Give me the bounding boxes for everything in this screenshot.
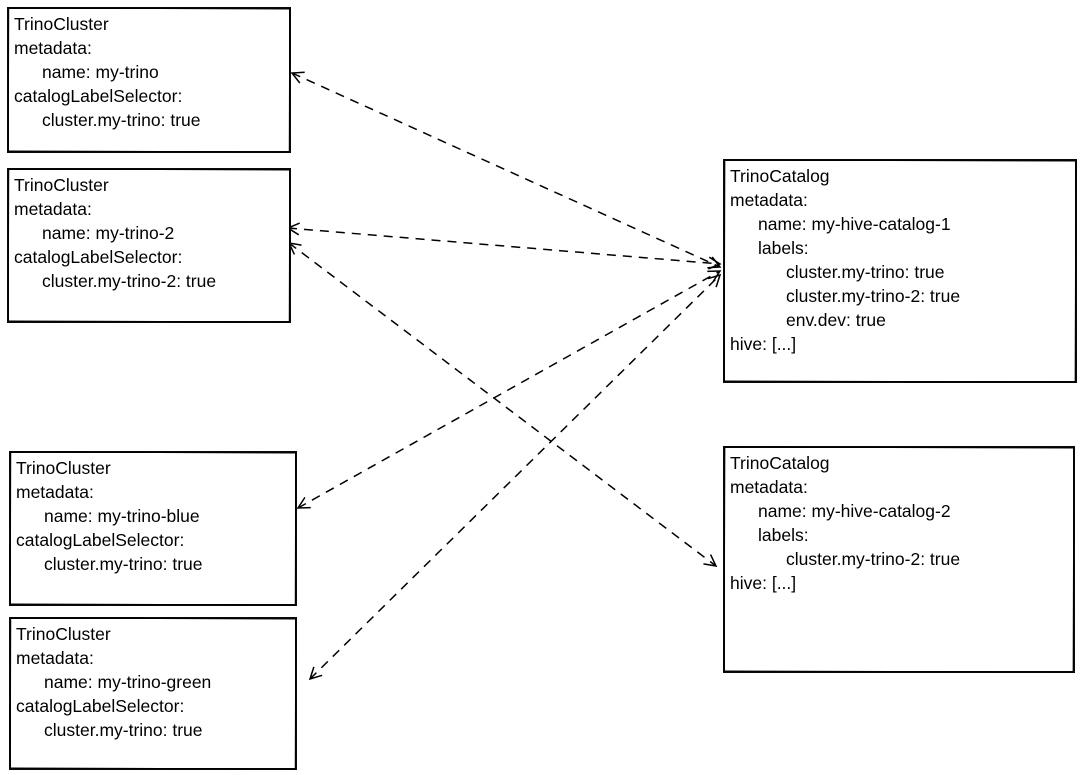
node-line: cluster.my-trino: true bbox=[786, 262, 945, 282]
node-trino-cluster-my-trino-2: TrinoCluster metadata: name: my-trino-2 … bbox=[7, 168, 291, 323]
node-line: metadata: bbox=[730, 477, 808, 497]
node-line: labels: bbox=[758, 525, 809, 545]
node-kind-label: TrinoCluster bbox=[14, 175, 109, 195]
node-line: catalogLabelSelector: bbox=[16, 530, 185, 550]
node-line: metadata: bbox=[14, 38, 92, 58]
node-line: cluster.my-trino-2: true bbox=[42, 271, 217, 291]
edge-my-trino-blue-to-my-hive-catalog-1 bbox=[296, 270, 722, 509]
node-line: metadata: bbox=[16, 482, 94, 502]
node-kind-label: TrinoCatalog bbox=[730, 166, 830, 186]
node-line: name: my-trino bbox=[42, 62, 159, 82]
node-trino-cluster-my-trino-green: TrinoCluster metadata: name: my-trino-gr… bbox=[9, 617, 297, 770]
node-line: metadata: bbox=[16, 648, 94, 668]
node-line: cluster.my-trino-2: true bbox=[786, 549, 961, 569]
node-line: hive: [...] bbox=[730, 334, 797, 354]
node-line: name: my-trino-2 bbox=[42, 223, 175, 243]
edge-my-trino-to-my-hive-catalog-1 bbox=[290, 71, 722, 269]
edge-my-trino-2-to-my-hive-catalog-2 bbox=[287, 242, 718, 567]
node-line: metadata: bbox=[730, 190, 808, 210]
node-trino-catalog-my-hive-catalog-1: TrinoCatalog metadata: name: my-hive-cat… bbox=[723, 159, 1077, 383]
node-line: cluster.my-trino-2: true bbox=[786, 286, 961, 306]
node-kind-label: TrinoCluster bbox=[14, 14, 109, 34]
node-line: catalogLabelSelector: bbox=[14, 247, 183, 267]
node-line: metadata: bbox=[14, 199, 92, 219]
node-kind-label: TrinoCatalog bbox=[730, 453, 830, 473]
node-kind-label: TrinoCluster bbox=[16, 624, 111, 644]
node-trino-cluster-my-trino-blue: TrinoCluster metadata: name: my-trino-bl… bbox=[9, 451, 297, 606]
node-kind-label: TrinoCluster bbox=[16, 458, 111, 478]
node-line: name: my-trino-green bbox=[44, 672, 212, 692]
edge-my-trino-2-to-my-hive-catalog-1 bbox=[286, 222, 722, 270]
node-line: name: my-hive-catalog-2 bbox=[758, 501, 951, 521]
node-trino-cluster-my-trino: TrinoCluster metadata: name: my-trino ca… bbox=[7, 7, 291, 153]
edge-my-trino-green-to-my-hive-catalog-1 bbox=[308, 273, 722, 681]
node-line: env.dev: true bbox=[786, 310, 886, 330]
node-line: labels: bbox=[758, 238, 809, 258]
node-line: hive: [...] bbox=[730, 573, 797, 593]
node-line: cluster.my-trino: true bbox=[44, 554, 203, 574]
node-line: name: my-trino-blue bbox=[44, 506, 200, 526]
node-line: cluster.my-trino: true bbox=[42, 110, 201, 130]
node-line: cluster.my-trino: true bbox=[44, 720, 203, 740]
node-line: catalogLabelSelector: bbox=[14, 86, 183, 106]
node-trino-catalog-my-hive-catalog-2: TrinoCatalog metadata: name: my-hive-cat… bbox=[723, 446, 1075, 673]
node-line: catalogLabelSelector: bbox=[16, 696, 185, 716]
node-line: name: my-hive-catalog-1 bbox=[758, 214, 951, 234]
